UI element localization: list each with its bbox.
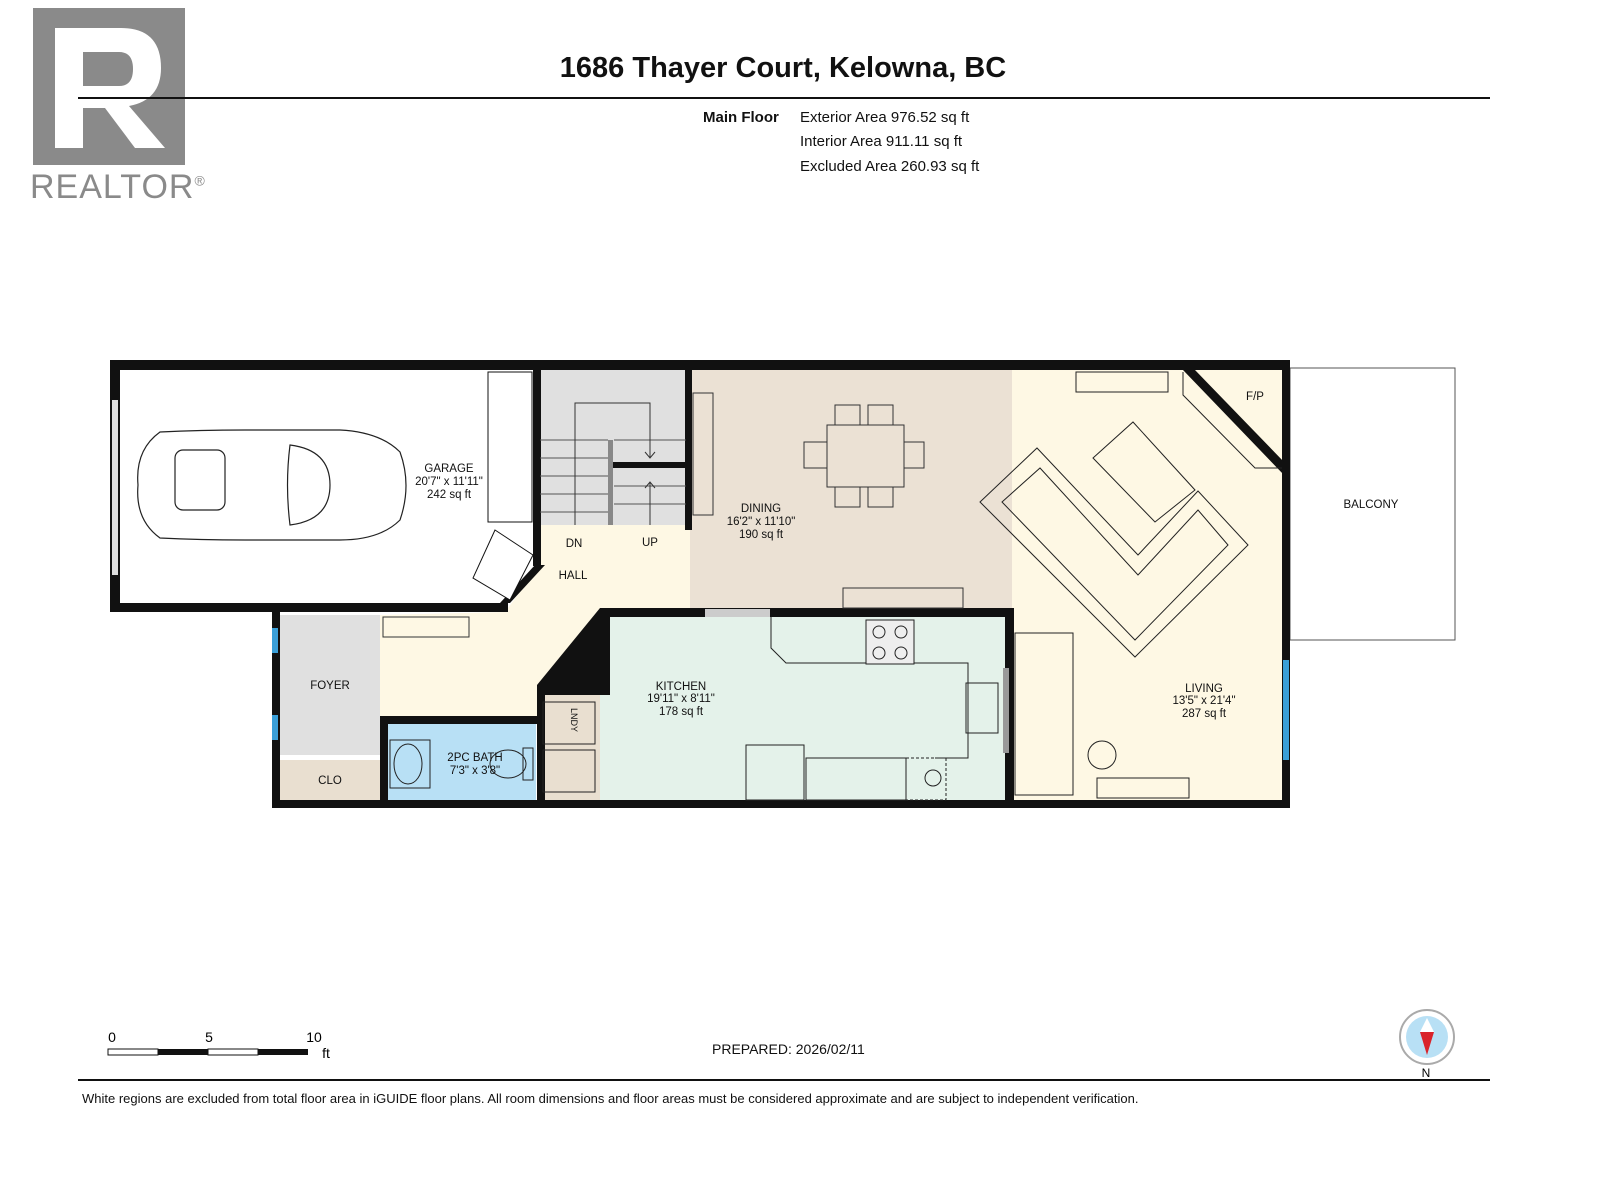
dining-dims: 16'2" x 11'10" [727,516,796,528]
bath-dims: 7'3" x 3'8" [450,765,500,777]
compass-icon: N [1399,1009,1455,1080]
garage-floor [115,365,540,608]
foyer-label: FOYER [310,680,350,692]
dining-table-icon [803,404,925,508]
kitchen-opening [705,609,770,617]
walls [110,360,1290,808]
kitchen-area: 178 sq ft [659,706,704,718]
bath-fixtures [389,739,534,789]
balcony-label: BALCONY [1344,499,1399,511]
garage-shelf [487,371,533,523]
lndy-floor [540,695,600,802]
dining-label: DINING [741,503,781,515]
compass-label: N [1422,1066,1431,1080]
interior-area: Interior Area 911.11 sq ft [800,133,963,150]
scale-bar: 0 5 10 ft [107,1029,330,1061]
hall-floor [380,525,690,720]
stairs-floor [540,368,690,525]
dining-floor [690,368,1012,610]
stairs-up-label: UP [642,537,658,549]
scale-unit: ft [322,1045,330,1061]
realtor-logo: REALTOR® [30,8,205,206]
dining-sideboard [842,587,964,609]
bath-floor [388,724,536,802]
logo-text: REALTOR [30,168,195,206]
living-floor [1012,368,1284,803]
garage-dims: 20'7" x 11'11" [415,476,483,488]
car-icon [137,429,407,541]
fireplace-label: F/P [1246,391,1264,403]
garage-area: 242 sq ft [427,489,472,501]
living-dims: 13'5" x 21'4" [1172,695,1235,707]
garage-door [472,529,534,601]
stairs-down-label: DN [566,538,583,550]
exterior-area: Exterior Area 976.52 sq ft [800,109,970,126]
dining-area: 190 sq ft [739,529,784,541]
excluded-area: Excluded Area 260.93 sq ft [800,158,980,175]
scale-tick-5: 5 [205,1029,213,1045]
windows [272,628,1289,760]
floor-name: Main Floor [703,109,779,126]
disclaimer: White regions are excluded from total fl… [82,1091,1139,1106]
page-title: 1686 Thayer Court, Kelowna, BC [559,52,1007,84]
garage-door-opening [112,400,118,575]
staircase [540,402,686,525]
scale-tick-10: 10 [306,1029,322,1045]
clo-floor [278,760,382,802]
bath-label: 2PC BATH [447,752,502,764]
kitchen-counters [542,617,1009,801]
kitchen-dims: 19'11" x 8'11" [647,693,715,705]
foyer-floor [278,615,380,755]
garage-label: GARAGE [424,463,474,475]
laundry-label: LNDY [569,708,579,732]
prepared-date: PREPARED: 2026/02/11 [712,1041,865,1057]
living-label: LIVING [1185,683,1223,695]
scale-tick-0: 0 [108,1029,116,1045]
clo-label: CLO [318,775,342,787]
logo-mark: ® [194,172,206,189]
kitchen-label: KITCHEN [656,681,706,693]
hall-label: HALL [559,570,588,582]
living-area: 287 sq ft [1182,708,1227,720]
hall-bench [382,616,470,638]
footer-divider [78,1079,1490,1081]
realtor-r-icon [33,8,185,165]
dining-cabinet [692,392,714,516]
header-divider [78,97,1490,99]
sectional-sofa-icon [979,371,1282,799]
